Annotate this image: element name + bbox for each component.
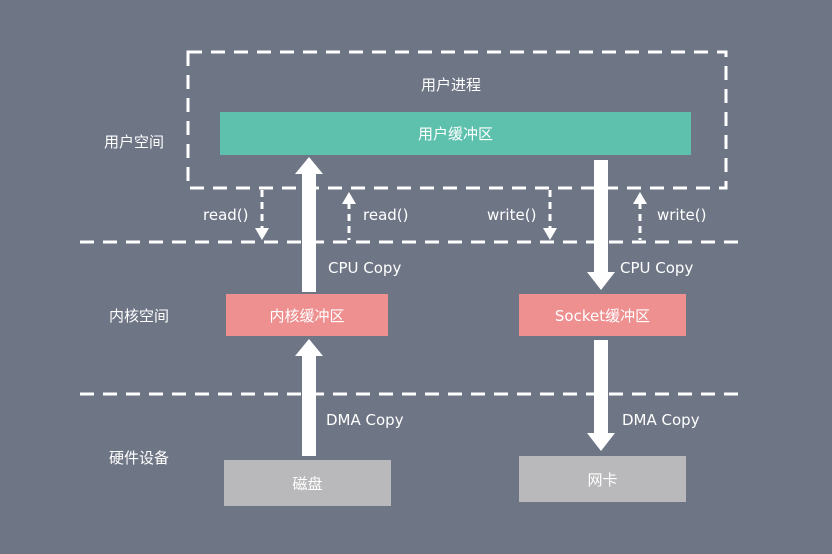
cpu-copy-right-arrow <box>587 160 615 290</box>
write-return-arrow <box>633 192 647 240</box>
read-return-label: read() <box>363 206 409 224</box>
kernel-space-label: 内核空间 <box>109 307 170 325</box>
socket-buffer-box: Socket缓冲区 <box>519 294 686 336</box>
hardware-label: 硬件设备 <box>109 449 170 467</box>
read-return-arrow <box>342 192 356 240</box>
user-process-title: 用户进程 <box>421 76 482 94</box>
user-process-frame <box>186 50 728 190</box>
cpu-copy-left-arrow <box>295 157 323 292</box>
dma-copy-left-label: DMA Copy <box>326 411 404 429</box>
dma-copy-right-label: DMA Copy <box>622 411 700 429</box>
user-buffer-box: 用户缓冲区 <box>220 112 691 155</box>
read-call-label: read() <box>203 206 249 224</box>
write-return-label: write() <box>657 206 707 224</box>
cpu-copy-right-label: CPU Copy <box>620 259 694 277</box>
read-call-arrow <box>255 190 269 240</box>
dma-copy-left-arrow <box>295 339 323 456</box>
dma-copy-right-arrow <box>587 340 615 451</box>
user-space-label: 用户空间 <box>104 133 165 151</box>
disk-box: 磁盘 <box>224 460 391 506</box>
write-call-label: write() <box>487 206 537 224</box>
nic-box: 网卡 <box>519 456 686 502</box>
cpu-copy-left-label: CPU Copy <box>328 259 402 277</box>
write-call-arrow <box>543 190 557 240</box>
kernel-buffer-box: 内核缓冲区 <box>226 294 388 336</box>
